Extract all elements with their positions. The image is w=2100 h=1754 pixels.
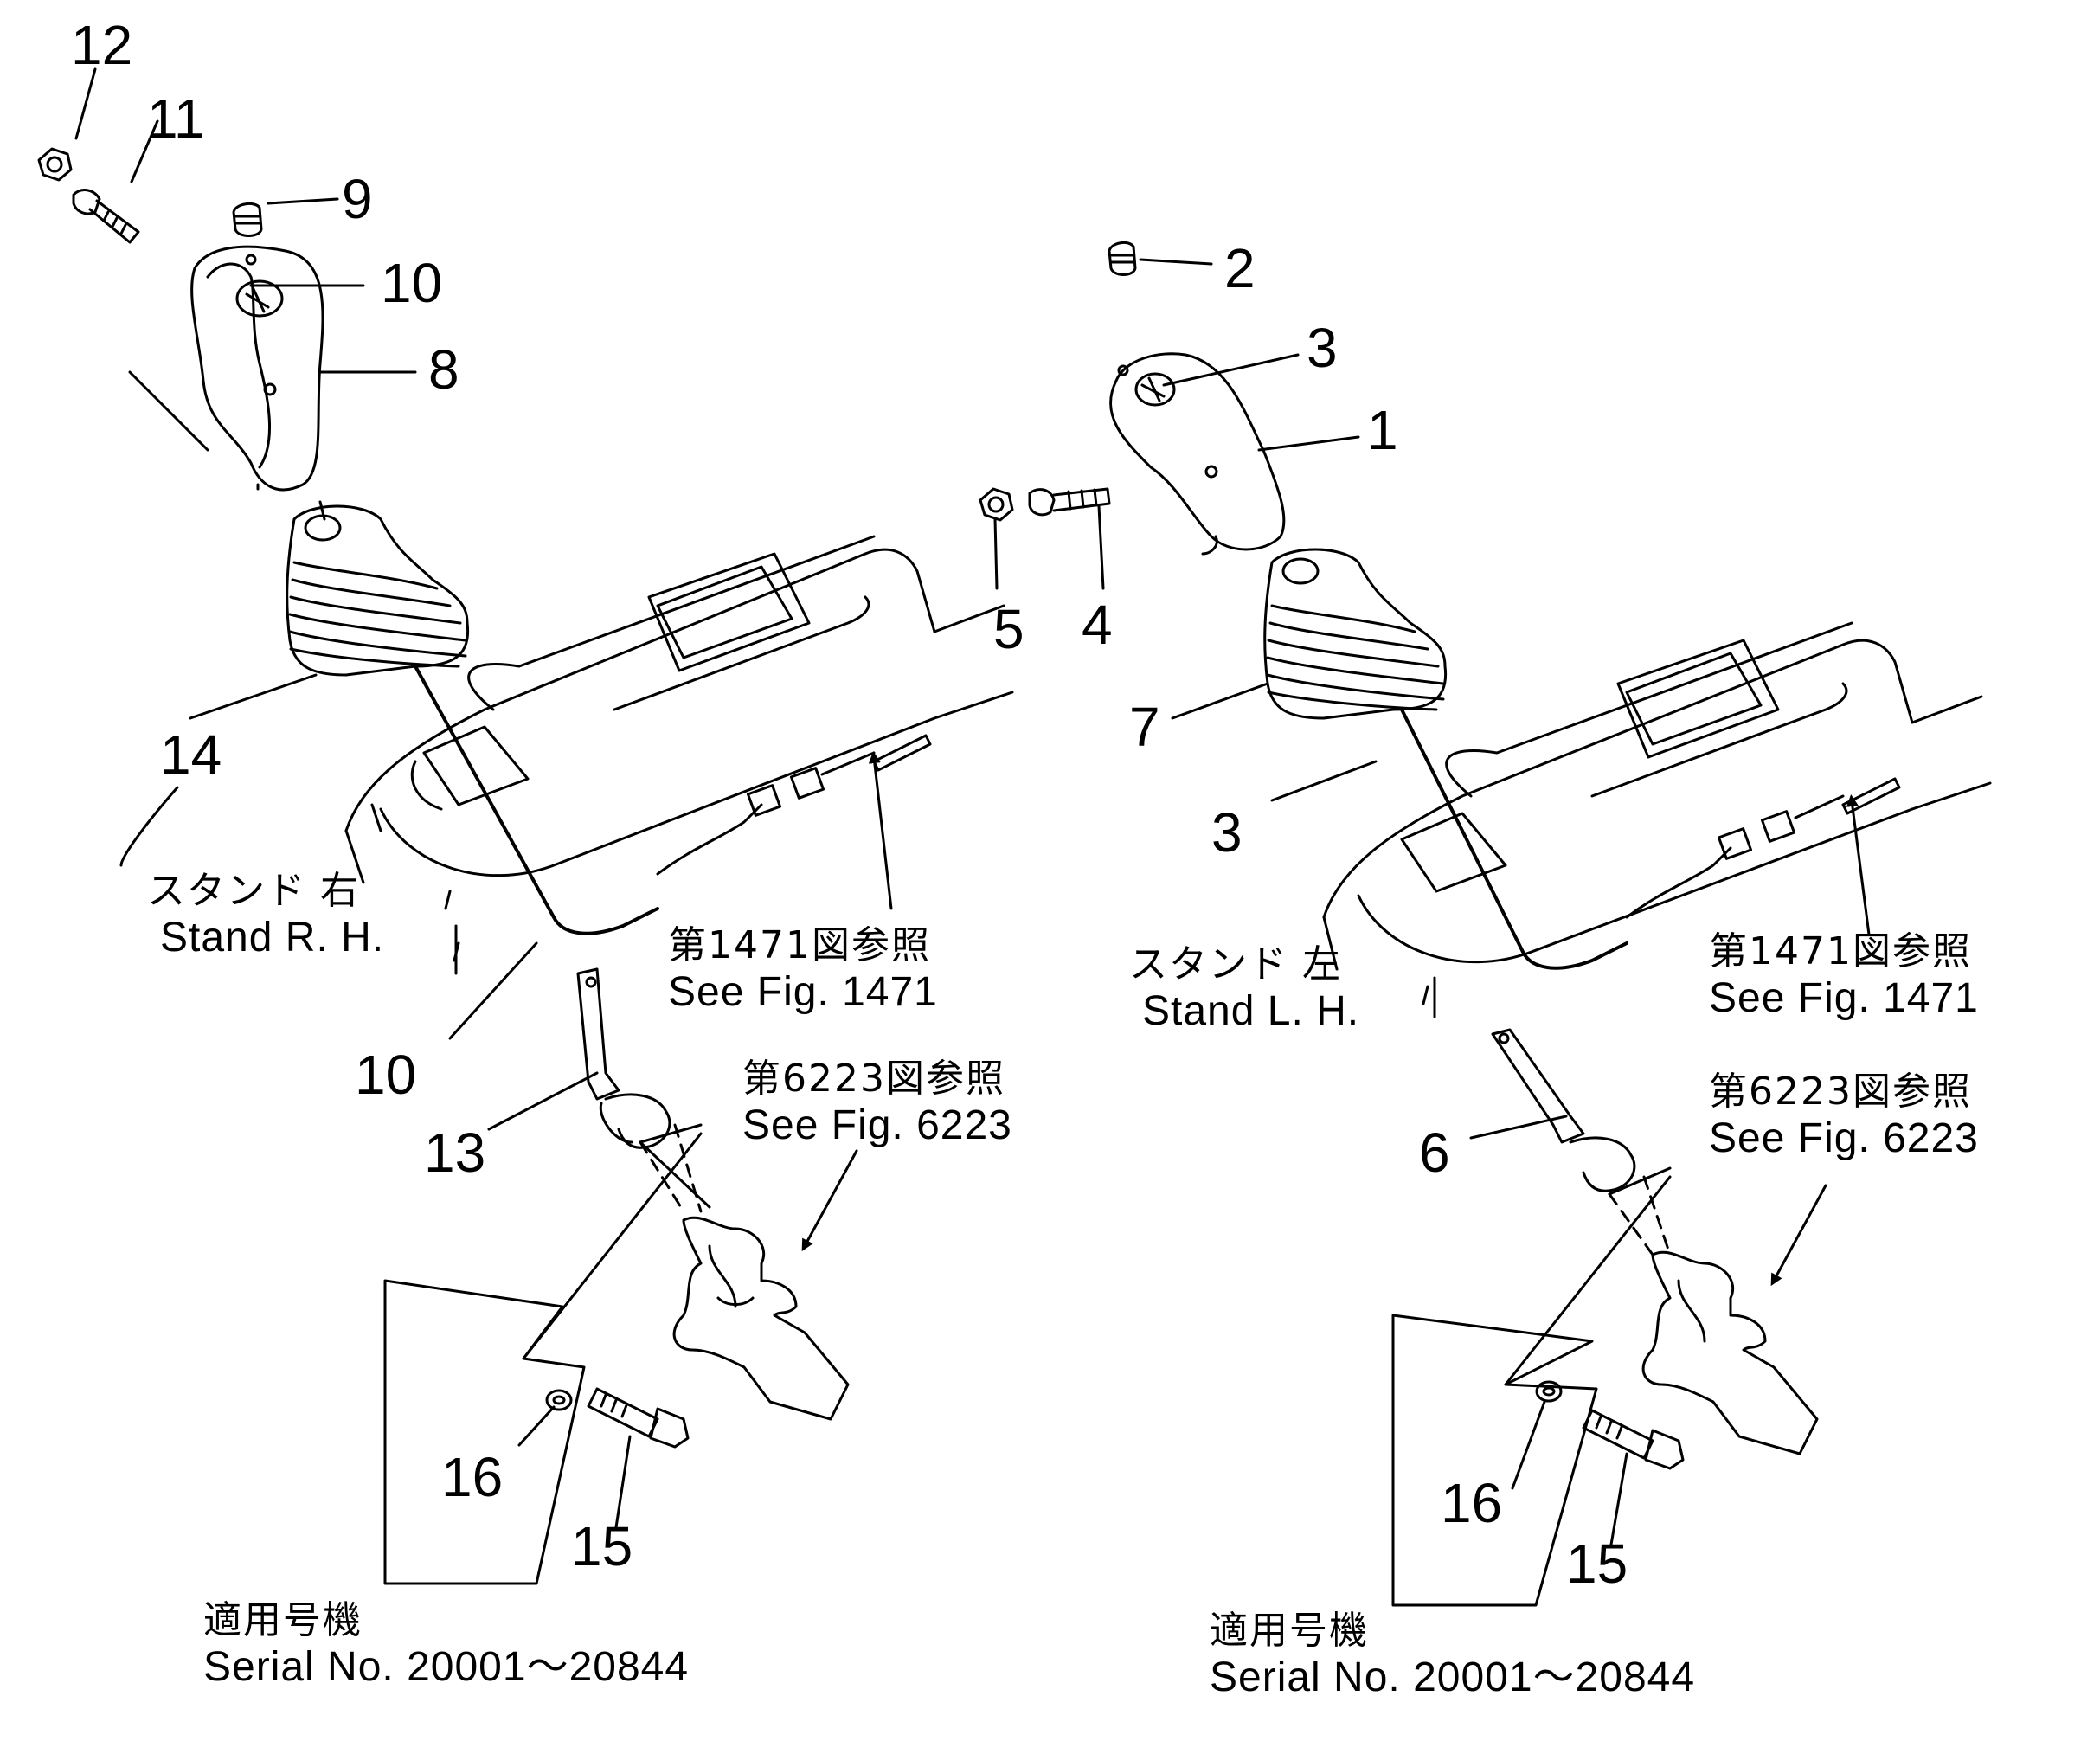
cap-2 bbox=[1108, 241, 1137, 276]
fig6223-left-en: See Fig. 6223 bbox=[742, 1102, 1012, 1148]
lever-link-13 bbox=[576, 967, 671, 1149]
lever-link-6 bbox=[1491, 1028, 1636, 1192]
callout-11: 11 bbox=[147, 87, 205, 150]
bolt-4 bbox=[1028, 487, 1111, 517]
callout-10-bottom: 10 bbox=[355, 1044, 417, 1106]
serial-left-jp: 適用号機 bbox=[203, 1598, 363, 1642]
fig6223-left-jp: 第6223図参照 bbox=[742, 1057, 1005, 1101]
stand-rh-jp: スタンド 右 bbox=[147, 869, 360, 913]
fig1471-left-jp: 第1471図参照 bbox=[668, 923, 931, 967]
fig1471-right-en: See Fig. 1471 bbox=[1709, 974, 1979, 1021]
callout-2: 2 bbox=[1224, 237, 1256, 299]
nut-12 bbox=[37, 147, 73, 182]
left-assembly bbox=[37, 67, 1014, 1585]
fig6223-right-jp: 第6223図参照 bbox=[1709, 1070, 1972, 1114]
fig1471-right-jp: 第1471図参照 bbox=[1709, 929, 1972, 973]
callout-3-top: 3 bbox=[1307, 317, 1338, 379]
boot-14 bbox=[286, 504, 470, 677]
callout-15-left: 15 bbox=[571, 1515, 633, 1577]
nut-5 bbox=[979, 487, 1014, 522]
washer-16-left bbox=[545, 1389, 573, 1411]
callout-3-bottom: 3 bbox=[1211, 801, 1243, 864]
lever-grip-8 bbox=[190, 245, 324, 492]
bolt-11 bbox=[72, 189, 140, 244]
washer-16-right bbox=[1535, 1380, 1563, 1403]
callout-10-top: 10 bbox=[381, 252, 443, 314]
serial-left-en: Serial No. 20001～20844 bbox=[203, 1643, 690, 1690]
stand-lh-jp: スタンド 左 bbox=[1129, 942, 1342, 986]
mounting-plate-left bbox=[383, 1132, 703, 1585]
stand-lh bbox=[1322, 621, 1992, 1005]
stand-lh-caption: スタンド 左 Stand L. H. bbox=[1129, 942, 1360, 1035]
callout-14: 14 bbox=[160, 723, 222, 786]
callout-16-left: 16 bbox=[441, 1446, 504, 1508]
serial-left-caption: 適用号機 Serial No. 20001～20844 bbox=[203, 1598, 690, 1691]
callout-15-right: 15 bbox=[1566, 1532, 1628, 1595]
fig6223-right-en: See Fig. 6223 bbox=[1709, 1115, 1979, 1161]
callout-8: 8 bbox=[428, 338, 459, 401]
bolt-15-left bbox=[587, 1387, 690, 1449]
boot-7 bbox=[1263, 548, 1448, 720]
stand-rh-caption: スタンド 右 Stand R. H. bbox=[147, 869, 385, 961]
lever-grip-1 bbox=[1109, 352, 1286, 556]
callout-9: 9 bbox=[342, 168, 373, 230]
stand-rh-en: Stand R. H. bbox=[160, 914, 385, 961]
mounting-plate-right bbox=[1391, 1175, 1672, 1607]
valve-6223-left bbox=[672, 1216, 850, 1421]
callout-6: 6 bbox=[1419, 1121, 1450, 1184]
callout-12: 12 bbox=[71, 14, 133, 76]
stand-rh bbox=[344, 535, 1014, 962]
bolt-15-right bbox=[1582, 1409, 1685, 1470]
fig1471-left-en: See Fig. 1471 bbox=[668, 968, 938, 1015]
callout-13: 13 bbox=[424, 1121, 486, 1184]
serial-right-en: Serial No. 20001～20844 bbox=[1210, 1654, 1696, 1700]
cap-9 bbox=[232, 202, 263, 237]
stand-lh-en: Stand L. H. bbox=[1142, 987, 1360, 1034]
callout-1: 1 bbox=[1367, 399, 1398, 461]
callout-5: 5 bbox=[993, 598, 1024, 660]
valve-6223-right bbox=[1641, 1250, 1819, 1455]
callout-16-right: 16 bbox=[1441, 1472, 1503, 1534]
callout-7: 7 bbox=[1129, 696, 1160, 758]
serial-right-jp: 適用号機 bbox=[1210, 1609, 1369, 1653]
right-assembly bbox=[979, 241, 1992, 1607]
callout-4: 4 bbox=[1082, 594, 1113, 656]
fig1471-right-caption: 第1471図参照 See Fig. 1471 bbox=[1709, 929, 1979, 1022]
serial-right-caption: 適用号機 Serial No. 20001～20844 bbox=[1210, 1609, 1695, 1701]
fig6223-left-caption: 第6223図参照 See Fig. 6223 bbox=[742, 1057, 1012, 1149]
fig1471-left-caption: 第1471図参照 See Fig. 1471 bbox=[668, 923, 938, 1016]
fig6223-right-caption: 第6223図参照 See Fig. 6223 bbox=[1709, 1070, 1979, 1162]
